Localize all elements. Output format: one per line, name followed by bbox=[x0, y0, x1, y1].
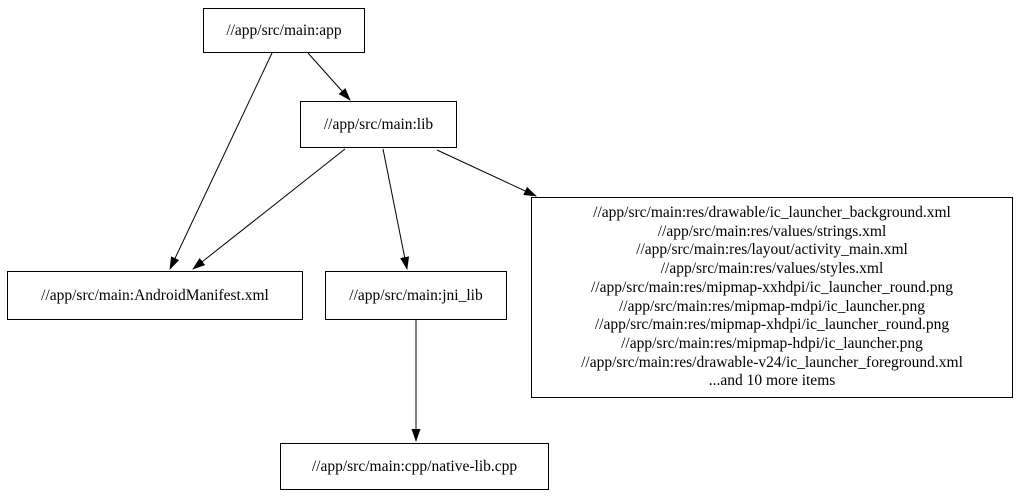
edge-lib-to-android-manifest bbox=[192, 148, 346, 270]
res-file-line: //app/src/main:res/values/styles.xml bbox=[660, 260, 884, 278]
node-android-manifest-label: //app/src/main:AndroidManifest.xml bbox=[41, 286, 269, 304]
res-file-line: //app/src/main:res/values/strings.xml bbox=[657, 222, 887, 240]
res-file-line: //app/src/main:res/layout/activity_main.… bbox=[636, 241, 908, 259]
node-jni-lib: //app/src/main:jni_lib bbox=[325, 271, 507, 320]
node-lib: //app/src/main:lib bbox=[300, 101, 457, 148]
res-file-line: //app/src/main:res/mipmap-mdpi/ic_launch… bbox=[618, 297, 926, 315]
res-file-line: //app/src/main:res/mipmap-hdpi/ic_launch… bbox=[621, 334, 923, 352]
node-app: //app/src/main:app bbox=[203, 8, 365, 53]
node-native-lib: //app/src/main:cpp/native-lib.cpp bbox=[280, 443, 549, 490]
node-android-manifest: //app/src/main:AndroidManifest.xml bbox=[7, 271, 303, 320]
node-jni-lib-label: //app/src/main:jni_lib bbox=[349, 286, 483, 304]
node-app-label: //app/src/main:app bbox=[226, 21, 342, 39]
res-file-line: //app/src/main:res/drawable-v24/ic_launc… bbox=[581, 353, 963, 371]
res-file-line: //app/src/main:res/drawable/ic_launcher_… bbox=[593, 203, 951, 221]
edge-app-to-android-manifest bbox=[169, 52, 273, 270]
node-lib-label: //app/src/main:lib bbox=[323, 115, 434, 133]
node-native-lib-label: //app/src/main:cpp/native-lib.cpp bbox=[311, 457, 518, 475]
res-group-more-items: ...and 10 more items bbox=[708, 372, 836, 390]
res-file-line: //app/src/main:res/mipmap-xhdpi/ic_launc… bbox=[594, 316, 950, 334]
edge-lib-to-jni-lib bbox=[382, 148, 410, 270]
edge-app-to-lib bbox=[307, 52, 351, 101]
edge-lib-to-res-group bbox=[436, 149, 537, 197]
res-file-line: //app/src/main:res/mipmap-xxhdpi/ic_laun… bbox=[590, 278, 953, 296]
node-res-group: //app/src/main:res/drawable/ic_launcher_… bbox=[531, 197, 1013, 398]
